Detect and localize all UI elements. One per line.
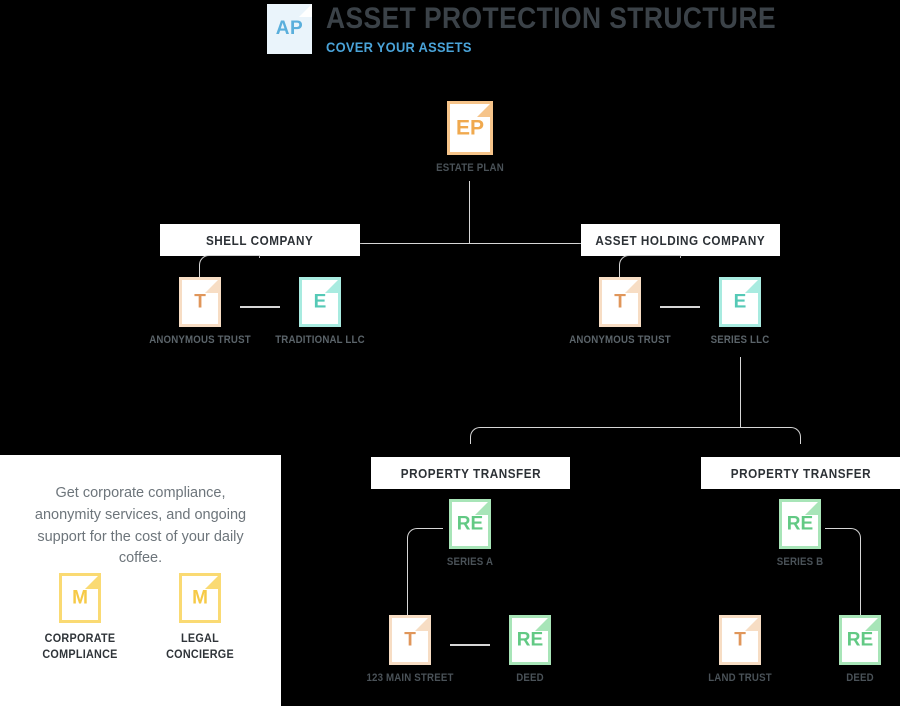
page-header: AP ASSET PROTECTION STRUCTURE COVER YOUR…	[267, 4, 837, 54]
service-label: CORPORATE COMPLIANCE	[42, 631, 118, 661]
connector-holding-to-trust	[619, 255, 681, 278]
node-label: 123 MAIN STREET	[366, 672, 454, 684]
document-letter: T	[734, 629, 746, 651]
document-letter: M	[72, 587, 88, 609]
node-series-llc[interactable]: E SERIES LLC	[680, 277, 800, 346]
page-fold-corner	[85, 573, 101, 589]
document-letter: RE	[516, 629, 544, 651]
banner-label: ASSET HOLDING COMPANY	[595, 232, 766, 248]
node-label: ANONYMOUS TRUST	[569, 334, 671, 346]
node-label: SERIES A	[446, 556, 494, 568]
document-icon: T	[719, 615, 761, 665]
page-fold-corner	[205, 277, 221, 293]
banner-label: SHELL COMPANY	[206, 232, 314, 248]
document-icon: M	[59, 573, 101, 623]
document-letter: E	[313, 291, 327, 313]
page-fold-corner	[535, 615, 551, 631]
page-subtitle: COVER YOUR ASSETS	[326, 39, 472, 55]
connector-property-bus-right	[740, 427, 801, 444]
page-fold-corner	[805, 499, 821, 515]
connector-property-bus-left	[470, 427, 741, 444]
page-fold-corner	[205, 573, 221, 589]
document-letter: RE	[846, 629, 874, 651]
page-fold-corner	[325, 277, 341, 293]
document-icon: EP	[447, 101, 493, 155]
document-icon: T	[179, 277, 221, 327]
document-icon: RE	[839, 615, 881, 665]
node-label: ANONYMOUS TRUST	[149, 334, 251, 346]
node-shell-anonymous-trust[interactable]: T ANONYMOUS TRUST	[140, 277, 260, 346]
document-letter: T	[404, 629, 416, 651]
connector-series-llc-down	[740, 357, 741, 427]
connector-main-street-to-deed	[450, 644, 490, 646]
node-deed-series-a[interactable]: RE DEED	[470, 615, 590, 684]
banner-property-transfer-left[interactable]: PROPERTY TRANSFER	[371, 457, 570, 489]
page-fold-corner	[865, 615, 881, 631]
banner-label: PROPERTY TRANSFER	[400, 465, 541, 481]
document-icon: E	[719, 277, 761, 327]
connector-estate-plan-down	[469, 181, 470, 243]
node-label: SERIES B	[776, 556, 824, 568]
banner-asset-holding-company[interactable]: ASSET HOLDING COMPANY	[581, 224, 780, 256]
document-letter: M	[192, 587, 208, 609]
document-icon: T	[389, 615, 431, 665]
banner-property-transfer-right[interactable]: PROPERTY TRANSFER	[701, 457, 900, 489]
logo-document-icon: AP	[267, 4, 312, 54]
node-series-a[interactable]: RE SERIES A	[410, 499, 530, 568]
connector-series-b-to-property	[825, 528, 861, 622]
node-estate-plan[interactable]: EP ESTATE PLAN	[410, 101, 530, 174]
service-legal-concierge[interactable]: M LEGAL CONCIERGE	[145, 573, 255, 662]
page-fold-corner	[625, 277, 641, 293]
page-fold-corner	[475, 499, 491, 515]
node-series-b[interactable]: RE SERIES B	[740, 499, 860, 568]
banner-shell-company[interactable]: SHELL COMPANY	[160, 224, 360, 256]
page-title: ASSET PROTECTION STRUCTURE	[326, 2, 776, 35]
node-label: LAND TRUST	[708, 672, 772, 684]
banner-label: PROPERTY TRANSFER	[730, 465, 871, 481]
document-letter: RE	[786, 513, 814, 535]
node-holding-anonymous-trust[interactable]: T ANONYMOUS TRUST	[560, 277, 680, 346]
node-label: TRADITIONAL LLC	[275, 334, 365, 346]
document-icon: M	[179, 573, 221, 623]
page-fold-corner	[477, 101, 493, 117]
node-deed-series-b[interactable]: RE DEED	[800, 615, 900, 684]
page-fold-corner	[745, 615, 761, 631]
info-panel: Get corporate compliance, anonymity serv…	[0, 455, 281, 706]
node-123-main-street[interactable]: T 123 MAIN STREET	[350, 615, 470, 684]
service-corporate-compliance[interactable]: M CORPORATE COMPLIANCE	[25, 573, 135, 662]
panel-description: Get corporate compliance, anonymity serv…	[34, 485, 247, 567]
node-label: ESTATE PLAN	[436, 162, 504, 174]
document-icon: RE	[449, 499, 491, 549]
document-icon: RE	[509, 615, 551, 665]
document-letter: T	[614, 291, 626, 313]
service-label: LEGAL CONCIERGE	[166, 631, 234, 661]
logo-text: AP	[275, 18, 304, 39]
header-text-block: ASSET PROTECTION STRUCTURE COVER YOUR AS…	[326, 2, 837, 55]
connector-shell-to-trust	[199, 255, 260, 278]
node-label: DEED	[516, 672, 544, 684]
connector-holding-trust-to-llc	[660, 306, 700, 308]
document-letter: RE	[456, 513, 484, 535]
document-icon: RE	[779, 499, 821, 549]
document-icon: T	[599, 277, 641, 327]
document-letter: T	[194, 291, 206, 313]
document-letter: EP	[455, 116, 484, 140]
document-letter: E	[733, 291, 747, 313]
node-label: SERIES LLC	[710, 334, 770, 346]
node-land-trust[interactable]: T LAND TRUST	[680, 615, 800, 684]
document-icon: E	[299, 277, 341, 327]
page-fold-corner	[415, 615, 431, 631]
connector-shell-trust-to-llc	[240, 306, 280, 308]
page-fold-corner	[745, 277, 761, 293]
node-traditional-llc[interactable]: E TRADITIONAL LLC	[260, 277, 380, 346]
node-label: DEED	[846, 672, 874, 684]
connector-series-a-to-property	[407, 528, 443, 622]
